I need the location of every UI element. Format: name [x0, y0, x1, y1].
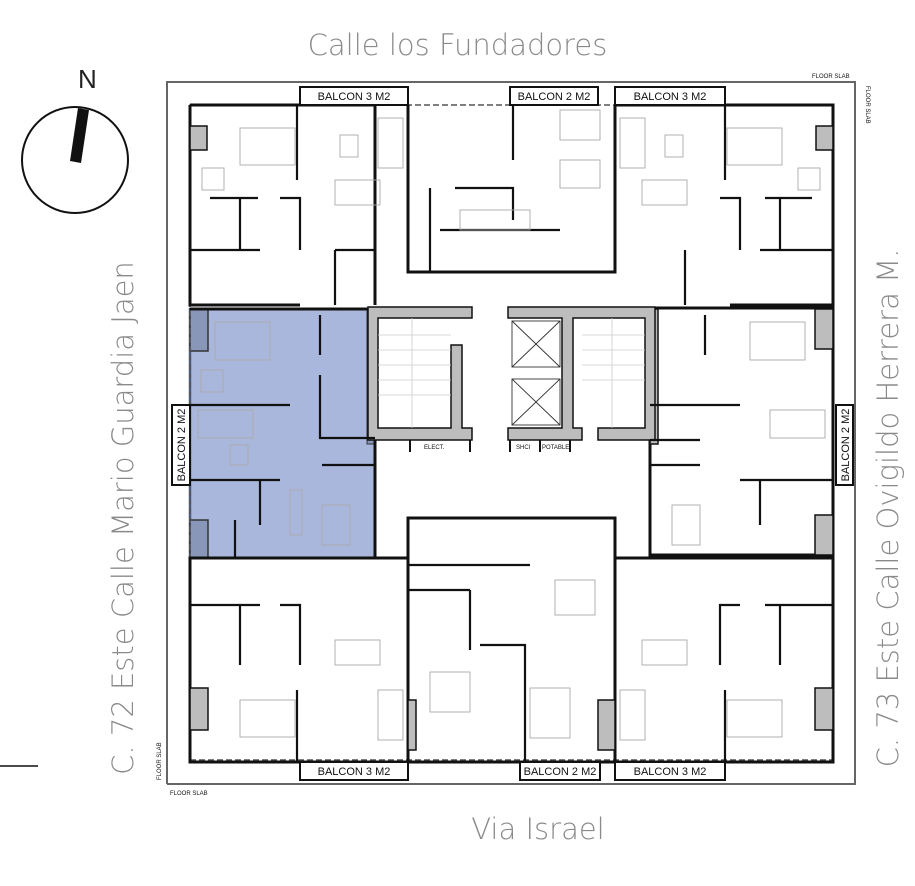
elevator-icon [511, 320, 561, 426]
interior-walls [190, 105, 833, 762]
core-label-potable: POTABLE [542, 445, 569, 451]
column [189, 519, 209, 559]
slab-label-bottom: FLOOR SLAB [170, 791, 208, 797]
balcony-label-bottom-left: BALCON 3 M2 [318, 766, 391, 778]
slab-label-right: FLOOR SLAB [864, 86, 870, 124]
slab-label-top: FLOOR SLAB [812, 74, 850, 80]
compass-icon [21, 106, 129, 214]
street-label-bottom: Via Israel [471, 812, 605, 846]
core-label-shci: SHCI [516, 445, 531, 451]
balcony-label-bottom-middle: BALCON 2 M2 [524, 766, 597, 778]
column [189, 308, 209, 352]
street-label-top: Calle los Fundadores [307, 28, 608, 62]
north-label: N [78, 64, 97, 94]
balcony-label-bottom-right: BALCON 3 M2 [634, 766, 707, 778]
building-core [367, 306, 656, 452]
core-label-elect: ELECT. [424, 445, 445, 451]
balcony-label-right-middle: BALCON 2 M2 [840, 409, 852, 482]
slab-label-left: FLOOR SLAB [157, 742, 163, 780]
balcony-label-top-right: BALCON 3 M2 [634, 91, 707, 103]
balcony-label-left-middle: BALCON 2 M2 [176, 409, 188, 482]
highlighted-unit[interactable] [188, 307, 377, 560]
floor-slab-outline [166, 81, 856, 785]
furniture [197, 109, 826, 741]
balconies [171, 86, 854, 781]
balcony-label-top-middle: BALCON 2 M2 [518, 91, 591, 103]
balcony-label-top-left: BALCON 3 M2 [318, 91, 391, 103]
